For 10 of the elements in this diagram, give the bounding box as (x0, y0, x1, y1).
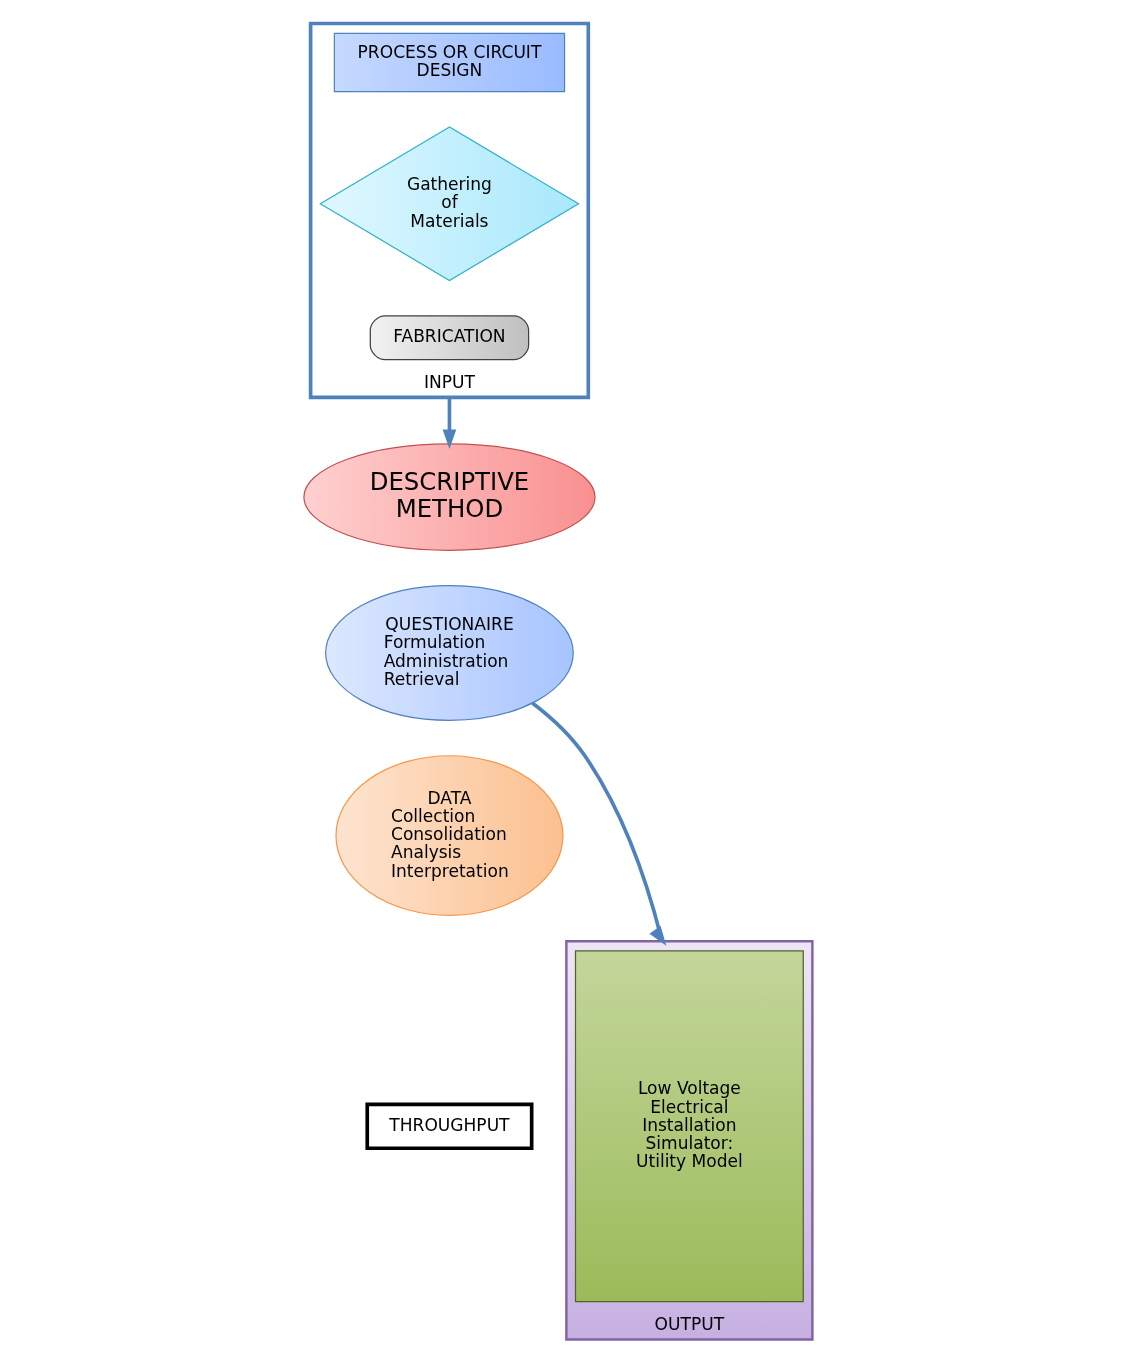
node-box: THROUGHPUT (365, 1102, 534, 1151)
node-ellipse: DESCRIPTIVE METHOD (303, 443, 596, 551)
node-box: PROCESS OR CIRCUIT DESIGN (333, 32, 566, 93)
node-ellipse: DATA Collection Consolidation Analysis Interpretation (335, 755, 564, 916)
node-box: FABRICATION (369, 315, 530, 361)
arrow (442, 397, 457, 450)
node-diamond: Gathering of Materials (319, 126, 580, 282)
node-ellipse: QUESTIONAIRE Formulation Administration Retrieval (325, 585, 574, 721)
arrow (531, 701, 667, 946)
node-box: Low Voltage Electrical Installation Simulator: Utility Model (574, 950, 804, 1303)
